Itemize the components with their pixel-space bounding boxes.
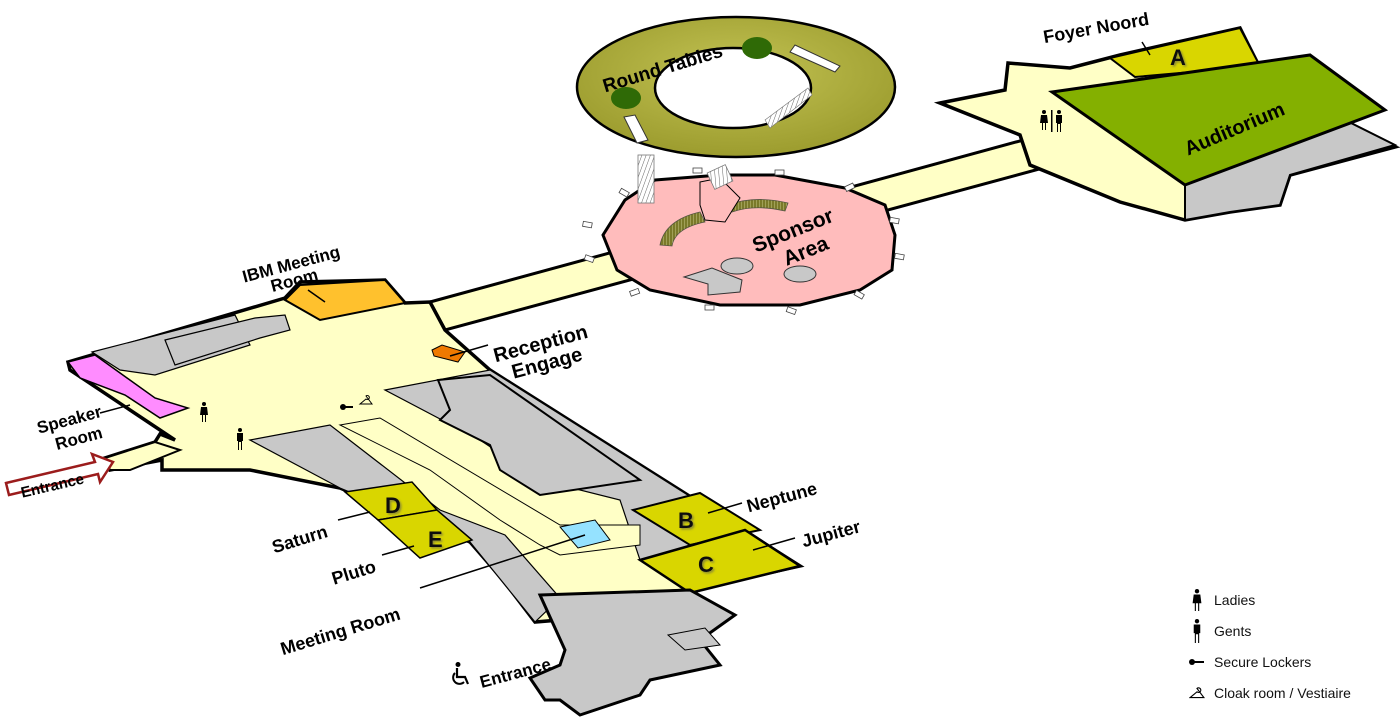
pluto-label[interactable]: Pluto: [329, 556, 378, 588]
sponsor-seating-top: [727, 199, 789, 213]
jupiter-pointer: [752, 537, 796, 551]
stair-left: [637, 154, 655, 204]
sponsor-area-block: [582, 154, 905, 316]
round-tables-stair: [764, 87, 813, 129]
pluto-pointer: [381, 545, 415, 556]
auditorium: [1048, 53, 1389, 187]
sponsor-perimeter-markers: [582, 167, 905, 316]
jupiter-label[interactable]: Jupiter: [799, 516, 862, 551]
ibm-meeting-pointer: [307, 289, 326, 303]
entrance-arrow[interactable]: Entrance: [4, 451, 115, 502]
gents-icon: [1188, 618, 1206, 643]
legend-item-gents: Gents: [1188, 615, 1351, 646]
saturn-label[interactable]: Saturn: [270, 521, 330, 557]
sponsor-booth-round-2: [783, 265, 817, 283]
key-icon: [1188, 658, 1206, 666]
hanger-icon: [1188, 686, 1206, 699]
ladies-icon: [200, 402, 208, 422]
service-east-inner: [436, 373, 643, 497]
round-table-1: [611, 87, 641, 109]
hanger-icon: [358, 395, 373, 405]
foyer-noord-label[interactable]: Foyer Noord: [1042, 9, 1151, 47]
room-d-letter[interactable]: D: [385, 493, 401, 518]
legend-item-secure-lockers: Secure Lockers: [1188, 646, 1351, 677]
sponsor-seating-left: [659, 211, 706, 247]
sponsor-area: [601, 173, 897, 307]
corridor-inner: [338, 417, 641, 556]
sponsor-booth-block: [682, 267, 743, 296]
gents-icon: [237, 428, 243, 450]
service-north-2: [164, 314, 291, 366]
meeting-room-blue: [559, 519, 611, 549]
room-c: [637, 528, 804, 595]
ibm-meeting-room: [283, 278, 407, 322]
room-e: [376, 509, 474, 559]
ladies-icon: [1188, 588, 1206, 611]
legend-item-cloak-room: Cloak room / Vestiaire: [1188, 677, 1351, 708]
legend-label: Ladies: [1214, 591, 1256, 608]
wheelchair-icon: [452, 662, 470, 685]
key-icon: [340, 404, 353, 410]
room-a-letter[interactable]: A: [1170, 45, 1186, 70]
round-tables-bench-2: [789, 44, 841, 73]
round-tables-block: [575, 15, 897, 159]
round-tables-ring: [575, 15, 897, 159]
legend-item-ladies: Ladies: [1188, 584, 1351, 615]
south-annex-room: [666, 627, 721, 651]
foyer-noord-pointer: [1141, 41, 1151, 56]
saturn-pointer: [337, 511, 371, 521]
foyer-noord-block: [933, 25, 1400, 222]
round-tables-bench-1: [623, 114, 649, 144]
room-b-letter[interactable]: B: [678, 508, 694, 533]
legend-label: Secure Lockers: [1214, 653, 1312, 670]
south-annex: [527, 588, 738, 717]
sponsor-booth-round-1: [720, 257, 754, 275]
main-building: [65, 278, 805, 717]
room-c-letter[interactable]: C: [698, 552, 714, 577]
neptune-pointer: [707, 502, 743, 514]
speaker-room-pointer: [99, 404, 131, 414]
speaker-room: [66, 354, 191, 419]
reception-desk: [431, 344, 466, 363]
service-area-auditorium: [1184, 118, 1398, 222]
toilets-icon: [1040, 110, 1062, 132]
reception-pointer: [449, 344, 489, 357]
round-table-2: [742, 37, 772, 59]
neptune-label[interactable]: Neptune: [744, 478, 819, 516]
meeting-room-pointer: [419, 534, 586, 589]
room-e-letter[interactable]: E: [428, 527, 443, 552]
legend-label: Gents: [1214, 622, 1252, 639]
legend: Ladies Gents Secure Lockers Cloak room /…: [1188, 584, 1351, 708]
legend-label: Cloak room / Vestiaire: [1214, 684, 1351, 701]
meeting-room-label[interactable]: Meeting Room: [278, 604, 402, 659]
room-b: [630, 491, 763, 547]
stair-right: [706, 164, 734, 190]
